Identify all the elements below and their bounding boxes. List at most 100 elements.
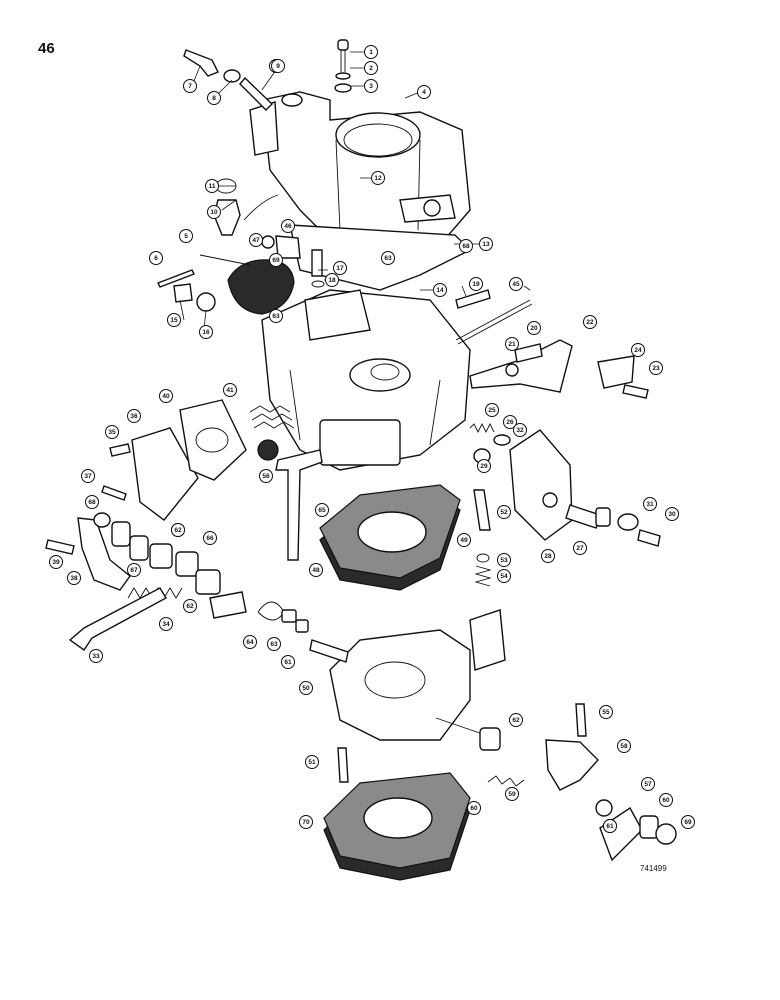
callout-label: 64 bbox=[246, 639, 254, 646]
callout-31: 31 bbox=[643, 497, 657, 511]
callout-41: 41 bbox=[223, 383, 237, 397]
pump-spring bbox=[249, 405, 295, 429]
small-screw bbox=[622, 384, 649, 399]
callout-4: 4 bbox=[417, 85, 431, 99]
callout-label: 9 bbox=[276, 63, 280, 70]
return-spring bbox=[257, 601, 285, 621]
callout-13: 13 bbox=[479, 237, 493, 251]
callout-label: 37 bbox=[84, 473, 92, 480]
callout-33: 33 bbox=[89, 649, 103, 663]
callout-70: 70 bbox=[299, 815, 313, 829]
throttle-arm bbox=[545, 739, 599, 791]
spring-pin bbox=[45, 539, 75, 555]
callout-label: 63 bbox=[270, 641, 278, 648]
linkage-stud bbox=[575, 703, 587, 737]
callout-label: 10 bbox=[210, 209, 218, 216]
callout-30: 30 bbox=[665, 507, 679, 521]
callout-19: 19 bbox=[469, 277, 483, 291]
callout-1: 1 bbox=[364, 45, 378, 59]
callout-label: 40 bbox=[162, 393, 170, 400]
callout-label: 13 bbox=[482, 241, 490, 248]
callout-label: 62 bbox=[512, 717, 520, 724]
callout-label: 36 bbox=[130, 413, 138, 420]
callout-label: 20 bbox=[530, 325, 538, 332]
callout-label: 17 bbox=[336, 265, 344, 272]
callout-label: 50 bbox=[302, 685, 310, 692]
callout-14: 14 bbox=[433, 283, 447, 297]
callout-label: 34 bbox=[162, 621, 170, 628]
callout-17: 17 bbox=[333, 261, 347, 275]
callout-52: 52 bbox=[497, 505, 511, 519]
callout-60: 60 bbox=[659, 793, 673, 807]
callout-21: 21 bbox=[505, 337, 519, 351]
callout-68: 68 bbox=[85, 495, 99, 509]
callout-57: 57 bbox=[641, 777, 655, 791]
long-bolt bbox=[68, 587, 167, 651]
callout-label: 69 bbox=[684, 819, 692, 826]
callout-22: 22 bbox=[583, 315, 597, 329]
callout-3: 3 bbox=[364, 79, 378, 93]
callout-62: 62 bbox=[183, 599, 197, 613]
callout-label: 23 bbox=[652, 365, 660, 372]
callout-24: 24 bbox=[631, 343, 645, 357]
callout-50: 50 bbox=[299, 681, 313, 695]
page-number: 46 bbox=[38, 40, 55, 57]
callout-label: 56 bbox=[262, 473, 270, 480]
callout-55: 55 bbox=[599, 705, 613, 719]
callout-label: 4 bbox=[422, 89, 426, 96]
callout-23: 23 bbox=[649, 361, 663, 375]
callout-label: 57 bbox=[644, 781, 652, 788]
callout-label: 31 bbox=[646, 501, 654, 508]
callout-label: 16 bbox=[202, 329, 210, 336]
callout-label: 60 bbox=[662, 797, 670, 804]
callout-62: 62 bbox=[171, 523, 185, 537]
screw-30 bbox=[637, 529, 661, 547]
callout-2: 2 bbox=[364, 61, 378, 75]
callout-61: 61 bbox=[281, 655, 295, 669]
callout-label: 70 bbox=[302, 819, 310, 826]
callout-69: 69 bbox=[269, 253, 283, 267]
callout-label: 62 bbox=[174, 527, 182, 534]
callout-26: 26 bbox=[503, 415, 517, 429]
callout-label: 27 bbox=[576, 545, 584, 552]
callout-label: 60 bbox=[470, 805, 478, 812]
callout-label: 69 bbox=[272, 257, 280, 264]
callout-label: 5 bbox=[184, 233, 188, 240]
bolt bbox=[565, 504, 601, 529]
callout-16: 16 bbox=[199, 325, 213, 339]
callout-label: 24 bbox=[634, 347, 642, 354]
needle-washer bbox=[223, 69, 241, 83]
callout-label: 68 bbox=[462, 243, 470, 250]
pump-cover bbox=[131, 427, 199, 521]
callout-label: 41 bbox=[226, 387, 234, 394]
lever-clip bbox=[597, 355, 635, 389]
callout-35: 35 bbox=[105, 425, 119, 439]
callout-54: 54 bbox=[497, 569, 511, 583]
callout-20: 20 bbox=[527, 321, 541, 335]
callout-29: 29 bbox=[477, 459, 491, 473]
callout-label: 29 bbox=[480, 463, 488, 470]
callout-67: 67 bbox=[127, 563, 141, 577]
callout-36: 36 bbox=[127, 409, 141, 423]
callout-label: 51 bbox=[308, 759, 316, 766]
callout-56: 56 bbox=[259, 469, 273, 483]
callout-label: 18 bbox=[328, 277, 336, 284]
callout-34: 34 bbox=[159, 617, 173, 631]
callout-layer: 1234789101112131415161718192021222324252… bbox=[49, 45, 695, 833]
rod bbox=[455, 299, 533, 345]
base-stud bbox=[337, 747, 349, 783]
drain-plug bbox=[173, 283, 193, 303]
callout-label: 22 bbox=[586, 319, 594, 326]
callout-58: 58 bbox=[617, 739, 631, 753]
callout-label: 39 bbox=[52, 559, 60, 566]
callout-label: 52 bbox=[500, 509, 508, 516]
callout-label: 38 bbox=[70, 575, 78, 582]
callout-label: 19 bbox=[472, 281, 480, 288]
callout-label: 47 bbox=[252, 237, 260, 244]
callout-15: 15 bbox=[167, 313, 181, 327]
callout-28: 28 bbox=[541, 549, 555, 563]
callout-63: 63 bbox=[269, 309, 283, 323]
callout-label: 61 bbox=[284, 659, 292, 666]
stud bbox=[239, 76, 273, 111]
